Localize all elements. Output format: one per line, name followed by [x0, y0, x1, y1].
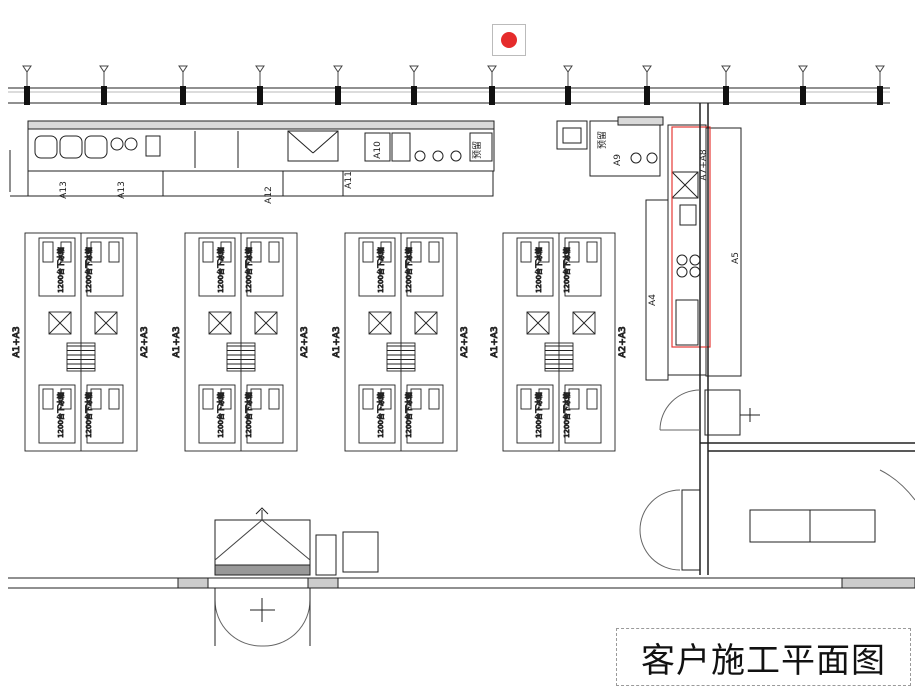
bottom-wall [8, 507, 915, 647]
label-a12: A12 [264, 186, 274, 204]
fridge-label: 1200台下冰箱 [56, 247, 65, 293]
island-2: A1+A3 A2+A3 1200台下冰箱 1200台下冰箱 1200台下冰箱 1200台下… [172, 232, 310, 452]
fridge-label: 1200台下冰箱 [404, 392, 413, 438]
fridge-label: 1200台下冰箱 [216, 392, 225, 438]
plan-title: 客户施工平面图 [616, 628, 911, 686]
island-label-left: A1+A3 [172, 326, 182, 357]
island-label-right: A2+A3 [300, 326, 310, 357]
red-dot-marker-icon [492, 24, 526, 56]
fridge-label: 1200台下冰箱 [56, 392, 65, 438]
label-a7a8: A7+A8 [699, 149, 709, 181]
fridge-label: 1200台下冰箱 [562, 392, 571, 438]
label-reserve-2: 预留 [596, 131, 608, 149]
fridge-label: 1200台下冰箱 [84, 392, 93, 438]
label-a4: A4 [648, 294, 658, 306]
fridge-label: 1200台下冰箱 [404, 247, 413, 293]
fridge-label: 1200台下冰箱 [376, 247, 385, 293]
island-label-left: A1+A3 [332, 326, 342, 357]
island-label-left: A1+A3 [12, 326, 22, 357]
island-label-right: A2+A3 [140, 326, 150, 357]
label-a9: A9 [613, 154, 623, 166]
fridge-label: 1200台下冰箱 [216, 247, 225, 293]
top-wall [8, 65, 890, 105]
fridge-label: 1200台下冰箱 [534, 392, 543, 438]
island-4: A1+A3 A2+A3 1200台下冰箱 1200台下冰箱 1200台下冰箱 1200台下… [490, 232, 628, 452]
island-label-left: A1+A3 [490, 326, 500, 357]
label-a5: A5 [731, 252, 741, 264]
label-a13b: A13 [117, 181, 127, 199]
top-counter [27, 120, 495, 197]
fridge-label: 1200台下冰箱 [376, 392, 385, 438]
fridge-label: 1200台下冰箱 [562, 247, 571, 293]
fridge-label: 1200台下冰箱 [534, 247, 543, 293]
label-a11: A11 [344, 171, 354, 189]
label-a13: A13 [59, 181, 69, 199]
label-a10: A10 [373, 141, 383, 159]
fridge-label: 1200台下冰箱 [244, 392, 253, 438]
label-reserve-1: 预留 [471, 141, 483, 159]
partition-walls [639, 103, 915, 575]
right-counter [556, 116, 742, 381]
island-1: A1+A3 A2+A3 1200台下冰箱 1200台下冰箱 1200台下冰箱 1200台下… [12, 232, 150, 452]
island-group: A1+A3 A2+A3 1200台下冰箱 1200台下冰箱 1200台下冰箱 1200台下… [12, 232, 628, 452]
island-label-right: A2+A3 [460, 326, 470, 357]
fridge-label: 1200台下冰箱 [244, 247, 253, 293]
island-label-right: A2+A3 [618, 326, 628, 357]
island-3: A1+A3 A2+A3 1200台下冰箱 1200台下冰箱 1200台下冰箱 1200台下… [332, 232, 470, 452]
fridge-label: 1200台下冰箱 [84, 247, 93, 293]
